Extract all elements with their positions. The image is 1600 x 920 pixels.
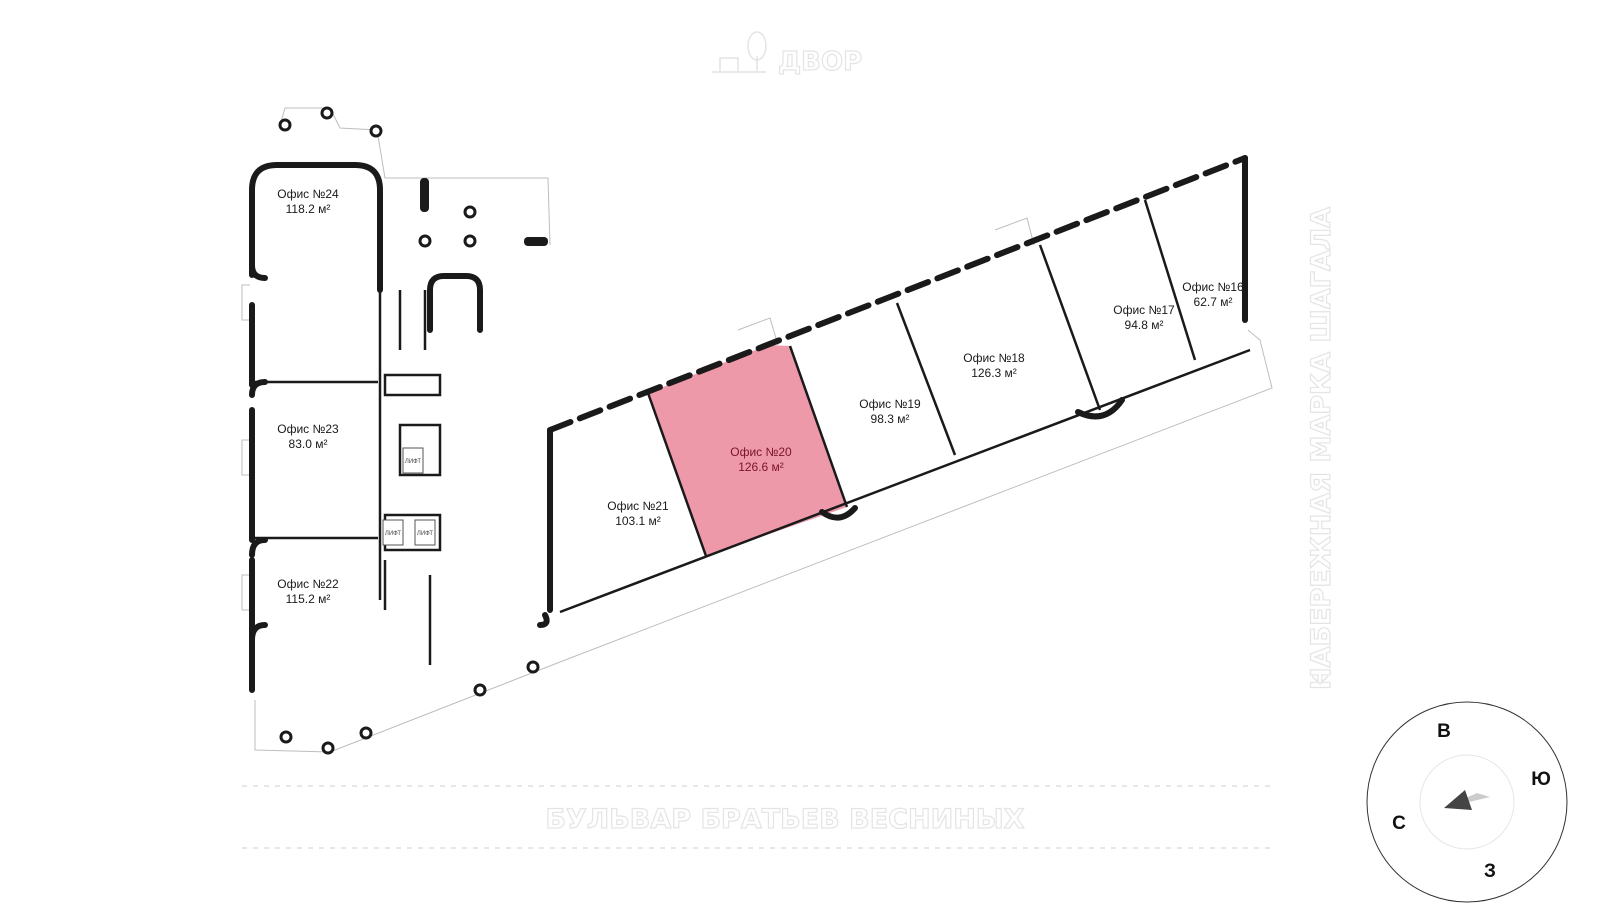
office-name: Офис №16: [1182, 280, 1244, 294]
terrace-outline: [241, 107, 1273, 753]
compass-arrow-icon: [1444, 790, 1472, 810]
office-area: 118.2 м²: [286, 202, 331, 216]
office-name: Офис №23: [277, 422, 339, 436]
lift: ЛИФТ: [382, 519, 404, 546]
office-area: 103.1 м²: [615, 514, 661, 528]
walls: [249, 155, 1251, 693]
svg-text:ДВОР: ДВОР: [778, 47, 862, 77]
svg-text:НАБЕРЕЖНАЯ МАРКА ШАГАЛА: НАБЕРЕЖНАЯ МАРКА ШАГАЛА: [1306, 207, 1337, 690]
svg-text:ЛИФТ: ЛИФТ: [417, 531, 433, 537]
office-area: 126.6 м²: [738, 460, 784, 474]
embankment-label: НАБЕРЕЖНАЯ МАРКА ШАГАЛА: [1305, 206, 1337, 690]
compass-north: С: [1392, 813, 1406, 834]
tree-bench-icon: [712, 31, 767, 73]
office-area: 83.0 м²: [289, 437, 328, 451]
office-area: 94.8 м²: [1125, 318, 1164, 332]
compass-east: В: [1437, 721, 1451, 742]
compass-south: Ю: [1531, 769, 1551, 790]
office-name: Офис №18: [963, 351, 1025, 365]
svg-text:ЛИФТ: ЛИФТ: [405, 459, 421, 465]
svg-text:ЛИФТ: ЛИФТ: [385, 531, 401, 537]
courtyard-label: ДВОР: [712, 31, 863, 78]
lift: ЛИФТ: [414, 519, 436, 546]
office-name: Офис №20: [730, 445, 792, 459]
lift: ЛИФТ: [402, 447, 424, 474]
office-name: Офис №21: [607, 499, 669, 513]
office-name: Офис №24: [277, 187, 339, 201]
office-22[interactable]: [253, 540, 430, 695]
office-area: 126.3 м²: [971, 366, 1017, 380]
office-area: 62.7 м²: [1194, 295, 1233, 309]
arrow-icon: [1311, 675, 1329, 686]
boulevard-label: БУЛЬВАР БРАТЬЕВ ВЕСНИНЫХ: [545, 804, 1024, 835]
office-name: Офис №19: [859, 397, 921, 411]
office-name: Офис №17: [1113, 303, 1175, 317]
office-area: 115.2 м²: [286, 592, 331, 606]
columns: [278, 106, 548, 755]
compass-west: З: [1484, 861, 1496, 882]
compass: В Ю С З: [1366, 701, 1568, 903]
office-area: 98.3 м²: [871, 412, 910, 426]
office-23[interactable]: [253, 382, 378, 540]
office-name: Офис №22: [277, 577, 339, 591]
office-20[interactable]: [648, 345, 847, 556]
